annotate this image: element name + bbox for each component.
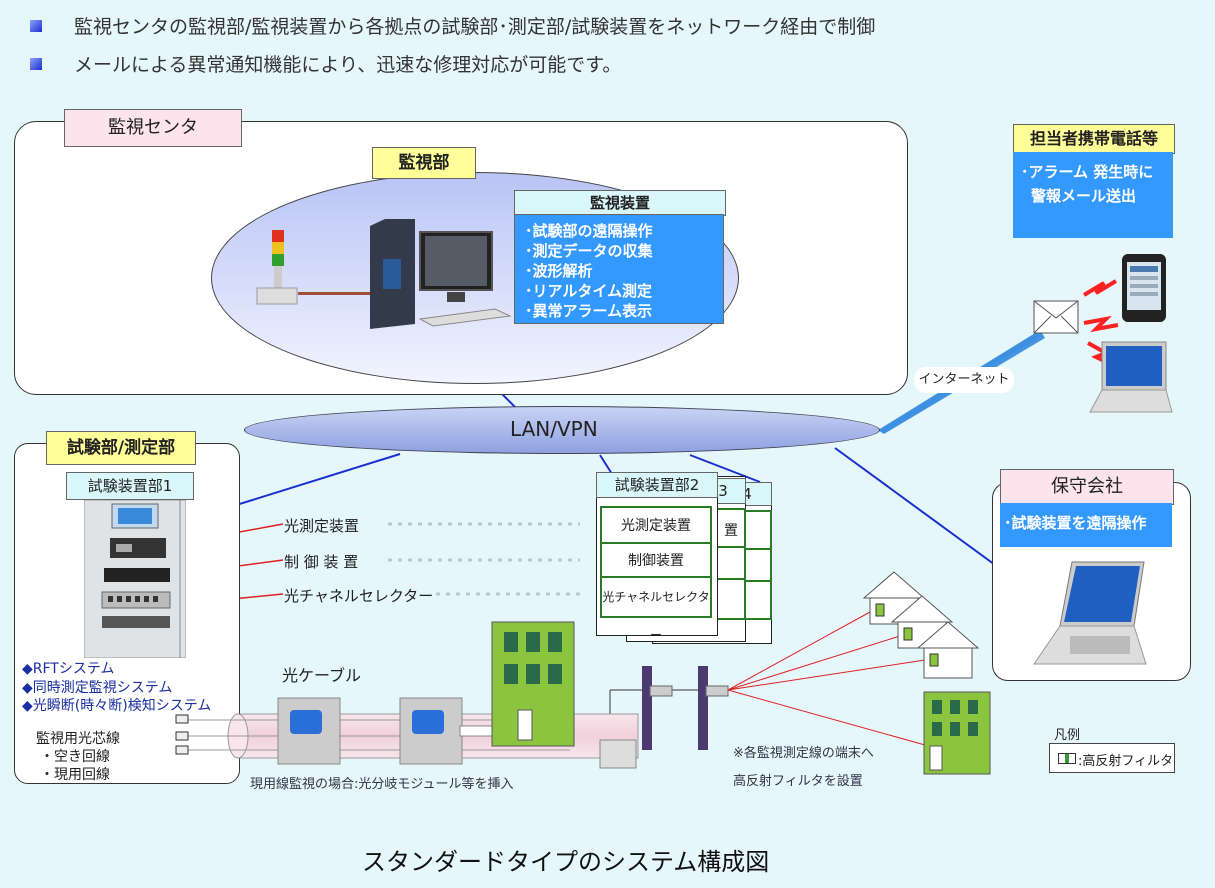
mail-icon [1033, 300, 1079, 334]
function-item: ･異常アラーム表示 [525, 302, 653, 320]
unit-2-selector: 光チャネルセレクター [600, 576, 712, 642]
note-line-1: ※各監視測定線の端末へ [733, 746, 874, 761]
test-rack-icon [84, 500, 186, 658]
unit-2-control: 制御装置 [600, 542, 712, 580]
monitoring-pc-icon [370, 219, 512, 329]
note-line-2: 高反射フィルタを設置 [733, 774, 863, 789]
function-item: ･リアルタイム測定 [525, 282, 653, 300]
monitoring-center-title: 監視センタ [64, 109, 242, 147]
mobile-phone-icon [1122, 254, 1166, 322]
unit-2-optical: 光測定装置 [600, 506, 712, 546]
optical-cable-drawing [175, 697, 639, 769]
legend-item: :高反射フィルタ [1078, 754, 1174, 769]
houses-icon [862, 571, 980, 679]
branch-building-icon [923, 691, 991, 775]
optical-cable-title: 光ケーブル [282, 666, 362, 685]
unit2-lan-link [599, 454, 613, 475]
phone-line-1: ･アラーム 発生時に [1021, 163, 1154, 181]
monitoring-device-functions: ･試験部の遠隔操作 ･測定データの収集 ･波形解析 ･リアルタイム測定 ･異常ア… [514, 214, 724, 324]
function-item: ･測定データの収集 [525, 242, 653, 260]
header-bullet-2: メールによる異常通知機能により、迅速な修理対応が可能です。 [30, 50, 621, 77]
internet-label: インターネット [914, 367, 1014, 393]
monitoring-device-title: 監視装置 [514, 190, 726, 216]
filter-icon [1058, 753, 1076, 764]
fiber-title: 監視用光芯線 [36, 731, 120, 747]
office-building-icon [491, 621, 575, 747]
legend-title: 凡例 [1054, 728, 1081, 743]
feature-rft: ◆RFTシステム [22, 661, 115, 677]
laptop-icon [1089, 341, 1173, 413]
fiber-item-active: ・現用回線 [40, 767, 110, 783]
unit4-lan-link [689, 454, 761, 483]
maint-title: 保守会社 [1000, 469, 1174, 505]
test-unit-1-title: 試験装置部1 [66, 472, 194, 500]
header-text-2: メールによる異常通知機能により、迅速な修理対応が可能です。 [74, 54, 622, 76]
utility-poles-icon [642, 666, 729, 750]
feature-instant-break: ◆光瞬断(時々断)検知システム [22, 698, 212, 714]
bullet-icon [30, 57, 42, 70]
legend-box: :高反射フィルタ [1049, 743, 1175, 773]
phone-function: ･アラーム 発生時に 警報メール送出 [1013, 152, 1173, 238]
lan-vpn-ellipse [244, 406, 880, 454]
maint-laptop-icon [1033, 561, 1147, 665]
test-unit-2-title: 試験装置部2 [596, 472, 718, 498]
device-label-selector: 光チャネルセレクター [284, 587, 434, 605]
fiber-item-spare: ・空き回線 [40, 749, 110, 765]
device-label-control: 制 御 装 置 [284, 553, 359, 571]
maint-function: ･試験装置を遠隔操作 [1000, 503, 1172, 547]
header-text-1: 監視センタの監視部/監視装置から各拠点の試験部･測定部/試験装置をネットワーク経… [74, 16, 876, 38]
tower-cable [298, 292, 378, 295]
diagram-caption: スタンダードタイプのシステム構成図 [362, 848, 770, 876]
bullet-icon [30, 19, 42, 32]
unit-4-cell [742, 580, 772, 620]
filter-mark [1065, 754, 1069, 763]
cable-note: 現用線監視の場合:光分岐モジュール等を挿入 [250, 777, 514, 792]
unit-3-cell [716, 578, 746, 620]
header-bullet-1: 監視センタの監視部/監視装置から各拠点の試験部･測定部/試験装置をネットワーク経… [30, 12, 875, 39]
signal-tower-icon [256, 230, 298, 305]
feature-simultaneous: ◆同時測定監視システム [22, 680, 173, 696]
device-label-optical: 光測定装置 [284, 517, 360, 535]
monitoring-dept-title: 監視部 [372, 147, 476, 179]
phone-line-2: 警報メール送出 [1031, 187, 1137, 205]
lan-vpn-label: LAN/VPN [510, 417, 598, 441]
test-dept-title: 試験部/測定部 [46, 431, 196, 465]
function-item: ･波形解析 [525, 262, 593, 280]
phone-title: 担当者携帯電話等 [1013, 124, 1175, 154]
function-item: ･試験部の遠隔操作 [525, 222, 653, 240]
